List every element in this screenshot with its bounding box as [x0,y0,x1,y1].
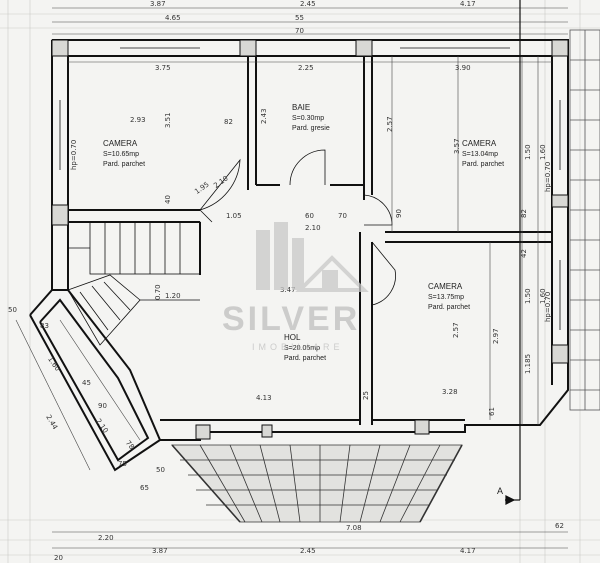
dim-bay-6: 2.10 [94,417,109,434]
dim-int-18: 1.185 [524,354,532,374]
room-floor: Pard. parchet [284,355,326,362]
dim-int-23: 25 [362,391,370,400]
dim-int-16: 1.50 [524,144,532,160]
dim-int-5: 70 [338,212,347,220]
room-name: CAMERA [428,282,463,291]
dim-bay-7: 78 [124,439,136,451]
room-name: CAMERA [462,139,497,148]
dim-bay-3: 2.44 [44,414,59,432]
room-floor: Pard. gresie [292,125,330,132]
dim-int-1: 82 [224,118,233,126]
dim-int-13: 2.97 [492,328,500,344]
room-area: S=13.04mp [462,151,498,158]
dim-bottom-4: 4.17 [460,547,476,555]
room-floor: Pard. parchet [428,304,470,311]
dim-int-11: 3.28 [442,388,458,396]
dim-bottom-1: 2.20 [98,534,114,542]
room-floor: Pard. parchet [103,161,145,168]
windows [51,39,569,330]
dimension-lines [15,7,568,549]
dim-int-22: 61 [488,407,496,416]
dim-bay-1: 83 [40,322,49,330]
dim-int-19: 1.50 [524,288,532,304]
dim-int-25: 42 [520,249,528,258]
dim-int-14: 3.57 [453,138,461,154]
dim-width-1: 3.75 [155,64,171,72]
watermark-tagline: IMOBILIARE [252,342,344,352]
dim-int-6: 2.10 [305,224,321,232]
dim-bay-0: 50 [8,306,17,314]
window-sill-heights: hp=0.70 hp=0.70 hp=0.70 [70,140,552,322]
dim-top-3: 4.17 [460,0,476,8]
dim-bay-9: 65 [140,484,149,492]
dim-bottom-sub-1: 7.08 [346,524,362,532]
room-camera-3-label: CAMERA S=13.75mp Pard. parchet [428,282,470,311]
interior-dimensions: 2.93 82 2.43 1.05 60 70 2.10 1.20 0.70 3… [130,108,547,416]
hp-label-right-bottom: hp=0.70 [544,292,552,322]
section-mark-label: A [497,486,503,496]
section-marker: A [497,0,521,505]
building-logo-icon [256,222,369,292]
room-area: S=20.05mp [284,345,320,352]
room-area: S=10.65mp [103,151,139,158]
dim-int-2: 2.43 [260,108,268,124]
room-name: BAIE [292,103,310,112]
agency-watermark: SILVER IMOBILIARE [222,222,369,352]
room-name: CAMERA [103,139,138,148]
dim-int-7: 1.20 [165,292,181,300]
room-area: S=13.75mp [428,294,464,301]
dim-bay-8: 75 [118,460,127,468]
dim-bay-5: 90 [98,402,107,410]
dim-bottom-3: 2.45 [300,547,316,555]
dim-int-15: 2.57 [452,322,460,338]
watermark-brand: SILVER [222,300,360,338]
wall-blocks [51,39,569,440]
room-name: HOL [284,333,301,342]
bottom-dimensions: 2.20 3.87 2.45 4.17 7.08 62 20 [54,522,564,562]
room-camera-1-label: CAMERA S=10.65mp Pard. parchet [103,139,145,168]
dim-int-17: 1.60 [539,144,547,160]
dim-int-0: 2.93 [130,116,146,124]
dim-int-20: 1.60 [539,288,547,304]
staircase [67,221,201,346]
room-area: S=0.30mp [292,115,324,122]
dim-bottom-2: 3.87 [152,547,168,555]
dim-width-2: 2.25 [298,64,314,72]
dim-int-26: 40 [164,195,172,204]
dim-int-10: 4.13 [256,394,272,402]
room-baie-label: BAIE S=0.30mp Pard. gresie [292,103,330,132]
room-floor: Pard. parchet [462,161,504,168]
dim-int-29: 1.95 [193,180,210,195]
dim-int-24: 90 [395,209,403,218]
dim-int-27: 3.51 [164,112,172,128]
dim-int-3: 1.05 [226,212,242,220]
roof-tiles-bottom [171,444,463,523]
dim-int-8: 0.70 [154,284,162,300]
room-hol-label: HOL S=20.05mp Pard. parchet [284,333,326,362]
dim-sub-1: 4.65 [165,14,181,22]
room-camera-2-label: CAMERA S=13.04mp Pard. parchet [462,139,504,168]
dim-width-3: 3.90 [455,64,471,72]
dim-top-1: 3.87 [150,0,166,8]
dim-bay-4: 45 [82,379,91,387]
hp-label-right-top: hp=0.70 [544,162,552,192]
dim-sub-3: 70 [295,27,304,35]
dim-int-21: 82 [520,209,528,218]
dim-top-2: 2.45 [300,0,316,8]
dim-bottom-sub-3: 20 [54,554,63,562]
dim-int-4: 60 [305,212,314,220]
top-dimensions: 3.87 2.45 4.17 4.65 55 70 3.75 2.25 3.90 [150,0,476,72]
dim-bay-10: 50 [156,466,165,474]
dim-bottom-sub-2: 62 [555,522,564,530]
dim-sub-2: 55 [295,14,304,22]
dim-int-12: 2.57 [386,116,394,132]
door-swings [199,149,396,306]
roof-tiles-right [569,29,600,411]
hp-label-left: hp=0.70 [70,140,78,170]
